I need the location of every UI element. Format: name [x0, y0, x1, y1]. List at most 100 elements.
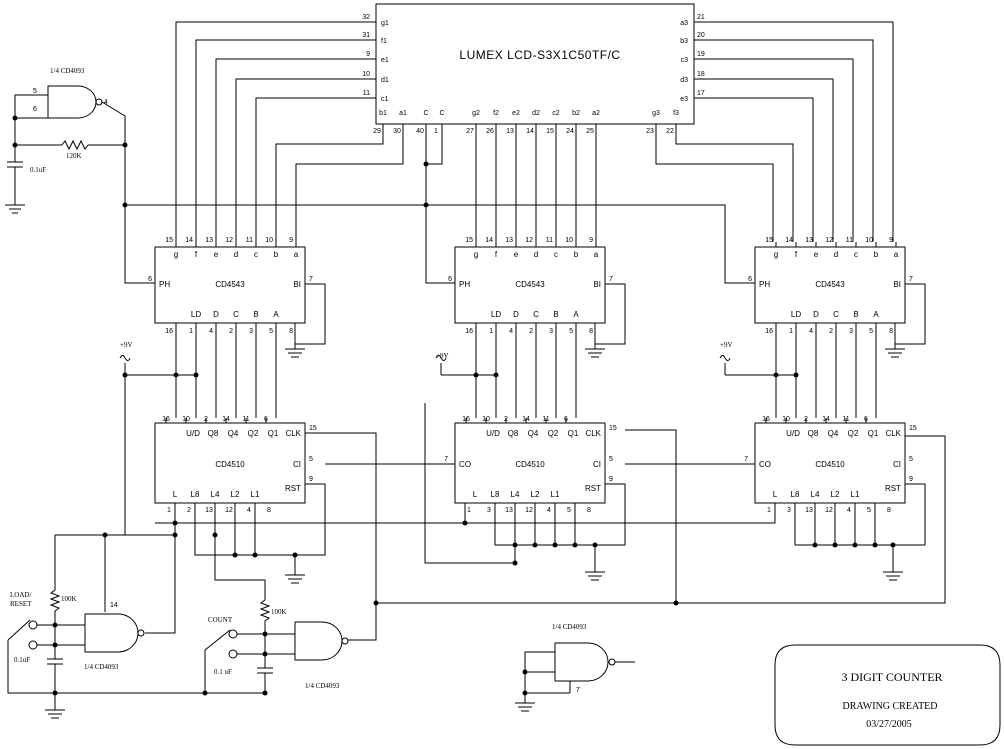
counter-output-label: Q4	[528, 429, 539, 438]
counter-pin-number: 11	[542, 416, 549, 423]
count-switch-contact[interactable]	[228, 629, 238, 639]
decoder-ground	[885, 344, 905, 358]
lcd-pin-segment: d2	[532, 110, 540, 117]
spare-nand-gate	[554, 642, 609, 682]
decoder-pin-number: 4	[209, 328, 213, 335]
counter-pin-number: 16	[762, 416, 770, 423]
lcd-pin-segment: c2	[552, 110, 560, 117]
osc-pin-in2: 6	[33, 106, 37, 113]
decoder-pin-label: e	[214, 250, 219, 259]
decoder-ph-label: PH	[159, 280, 170, 289]
decoder-pin-number: 14	[185, 237, 193, 244]
decoder-pin-number: 12	[225, 237, 233, 244]
counter-preset-label: L4	[511, 490, 520, 499]
counter-pin-number: 2	[804, 416, 808, 423]
counter-pin-number: 1	[467, 507, 471, 514]
lcd-pin-segment: C	[423, 110, 428, 117]
decoder-ph-label: PH	[459, 280, 470, 289]
decoder-name: CD4543	[515, 280, 545, 289]
decoder-input-label: C	[233, 310, 239, 319]
lcd-pin-segment: g2	[472, 110, 480, 117]
lcd-pin-number: 20	[697, 32, 705, 39]
decoder-pin-label: d	[534, 250, 538, 259]
decoder-pin-label: c	[254, 250, 258, 259]
decoder-pin-label: b	[274, 250, 279, 259]
decoder-input-label: D	[513, 310, 519, 319]
decoder-input-label: D	[813, 310, 819, 319]
lcd-pin-number: 15	[546, 128, 554, 135]
decoder-pin-label: a	[894, 250, 899, 259]
counter-name: CD4510	[215, 460, 245, 469]
lcd-pin-segment: f3	[673, 110, 679, 117]
lcd-pin-segment: b3	[680, 38, 688, 45]
counter-body	[154, 422, 306, 504]
decoder-bi-pin: 7	[909, 276, 913, 283]
decoder-pin-number: 8	[289, 328, 293, 335]
decoder-body	[754, 246, 906, 324]
decoder-input-label: B	[253, 310, 258, 319]
decoder-pin-label: e	[514, 250, 519, 259]
lcd-pin-segment: c3	[681, 57, 689, 64]
counter-rst-label: RST	[585, 484, 601, 493]
lcd-pin-segment: e2	[512, 110, 520, 117]
decoder-pin-number: 16	[465, 328, 473, 335]
counter-pin-number: 14	[222, 416, 230, 423]
load-resistor-label: 100K	[61, 595, 77, 603]
counter-pin-number: 5	[867, 507, 871, 514]
decoder-pin-label: b	[874, 250, 879, 259]
counter-preset-label: L	[773, 490, 778, 499]
supply-9v: +9V	[119, 341, 133, 375]
decoder-ph-label: PH	[759, 280, 770, 289]
lcd-body	[375, 3, 695, 125]
lcd-pin-number: 19	[697, 51, 705, 58]
load-switch-contact[interactable]	[28, 620, 38, 630]
counter-pin-number: 4	[847, 507, 851, 514]
lcd-pin-number: 10	[362, 71, 370, 78]
decoder-pin-number: 15	[765, 237, 773, 244]
osc-pin-in1: 5	[33, 88, 37, 95]
decoder-pin-number: 9	[589, 237, 593, 244]
supply-label: +9V	[720, 341, 733, 349]
count-label: COUNT	[208, 616, 233, 624]
counter-pin-number: 8	[887, 507, 891, 514]
decoder-pin-label: d	[834, 250, 838, 259]
decoder-input-label: C	[833, 310, 839, 319]
lcd-pin-number: 25	[586, 128, 594, 135]
lcd-pin-segment: g1	[381, 20, 389, 27]
lcd-pin-number: 21	[697, 14, 705, 21]
spare-gate-label: 1/4 CD4093	[552, 623, 587, 631]
supply-9v: +9V	[719, 341, 733, 375]
lcd-wiring-digit3	[655, 21, 894, 242]
counter-preset-label: L	[173, 490, 178, 499]
decoder-ph-pin: 6	[148, 276, 152, 283]
count-gate-label: 1/4 CD4093	[305, 682, 340, 690]
lcd-pin-segment: d3	[680, 77, 688, 84]
counter-rst-pin: 9	[309, 476, 313, 483]
lcd-pin-number: 11	[363, 90, 370, 97]
lcd-pin-number: 24	[566, 128, 574, 135]
lcd-pin-number: 30	[393, 128, 401, 135]
lcd-pin-segment: a1	[399, 110, 407, 117]
lcd-pin-segment: f1	[381, 38, 387, 45]
counter-output-label: Q8	[208, 429, 219, 438]
counter-pin-number: 16	[162, 416, 170, 423]
decoder-ground	[285, 344, 305, 358]
decoder-pin-number: 13	[805, 237, 813, 244]
lcd-pin-segment: a3	[680, 20, 688, 27]
decoder-pin-number: 8	[889, 328, 893, 335]
counter-clk-pin: 15	[609, 425, 617, 432]
count-nand-gate	[294, 621, 343, 661]
counter-output-label: Q1	[268, 429, 279, 438]
decoder-input-label: B	[853, 310, 858, 319]
decoder-pin-number: 1	[489, 328, 493, 335]
count-circuit: COUNT 100K 0.1 uF 1/4 CD4093	[55, 599, 349, 696]
lcd-pin-number: 31	[362, 32, 370, 39]
counter-pin-number: 2	[504, 416, 508, 423]
lcd-pin-number: 1	[434, 128, 438, 135]
decoder-pin-number: 15	[165, 237, 173, 244]
decoder-pin-label: g	[474, 250, 478, 259]
counter-preset-label: L8	[491, 490, 500, 499]
counter-pin-number: 3	[487, 507, 491, 514]
counter-output-label: Q2	[548, 429, 559, 438]
